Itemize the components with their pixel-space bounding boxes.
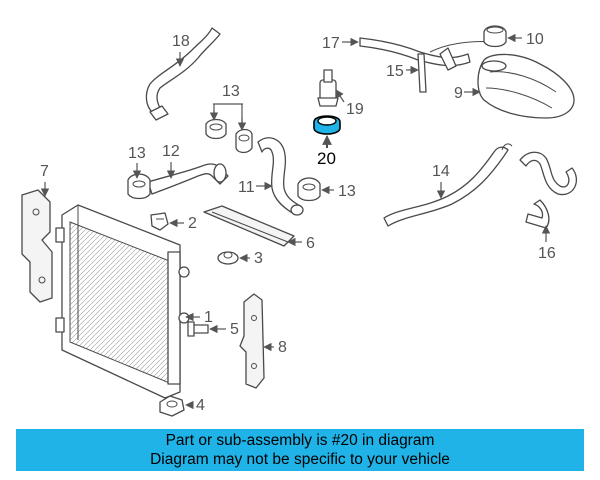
part-13-clamp-right [297, 177, 321, 202]
callout-9: 9 [454, 85, 463, 102]
part-19-sensor [317, 69, 339, 107]
part-3-mount [217, 251, 239, 265]
callout-13-right: 13 [338, 183, 356, 200]
parts-diagram: 18 13 13 12 11 13 19 20 17 15 10 [21, 25, 577, 417]
callout-15: 15 [386, 63, 404, 80]
callout-14: 14 [432, 163, 450, 180]
part-13-clamp-left [127, 173, 151, 200]
banner-line-1: Part or sub-assembly is #20 in diagram [165, 432, 435, 449]
callout-13-left: 13 [128, 145, 146, 162]
callout-13-top: 13 [222, 83, 240, 100]
part-15-hose [417, 53, 427, 93]
part-13-clamp-top [205, 118, 253, 154]
part-8-side-bracket [239, 293, 265, 389]
callout-5: 5 [230, 321, 239, 338]
callout-7: 7 [40, 163, 49, 180]
callout-11: 11 [238, 179, 255, 196]
part-9-reservoir [477, 53, 575, 119]
callout-4: 4 [196, 397, 205, 414]
callout-10: 10 [526, 31, 544, 48]
part-17-hose [359, 37, 495, 71]
callout-16: 16 [538, 245, 556, 262]
part-16-hose [519, 151, 577, 229]
callout-8: 8 [278, 339, 287, 356]
callout-12: 12 [162, 143, 180, 160]
part-info-banner: Part or sub-assembly is #20 in diagram D… [16, 429, 584, 471]
part-20-highlighted-cap [313, 115, 341, 135]
banner-line-2: Diagram may not be specific to your vehi… [150, 451, 450, 468]
callout-3: 3 [254, 250, 263, 267]
callout-6: 6 [306, 235, 315, 252]
callout-17: 17 [322, 35, 340, 52]
callout-19: 19 [346, 101, 364, 118]
part-14-hose [383, 143, 513, 227]
part-10-cap [483, 25, 507, 48]
part-18-hose [145, 27, 221, 121]
part-1-radiator [55, 204, 190, 399]
callouts: 18 13 13 12 11 13 19 20 17 15 10 [40, 31, 556, 414]
callout-20: 20 [317, 149, 336, 168]
part-12-hose [147, 163, 229, 195]
callout-2: 2 [188, 215, 197, 232]
part-7-bracket [21, 189, 53, 303]
part-2-clip [150, 212, 169, 231]
callout-1: 1 [204, 309, 213, 326]
part-11-hose [257, 137, 304, 216]
part-5-bolt [187, 321, 209, 337]
callout-18: 18 [172, 33, 190, 50]
part-6-seal [203, 205, 295, 247]
part-4-lower-mount [159, 395, 185, 417]
